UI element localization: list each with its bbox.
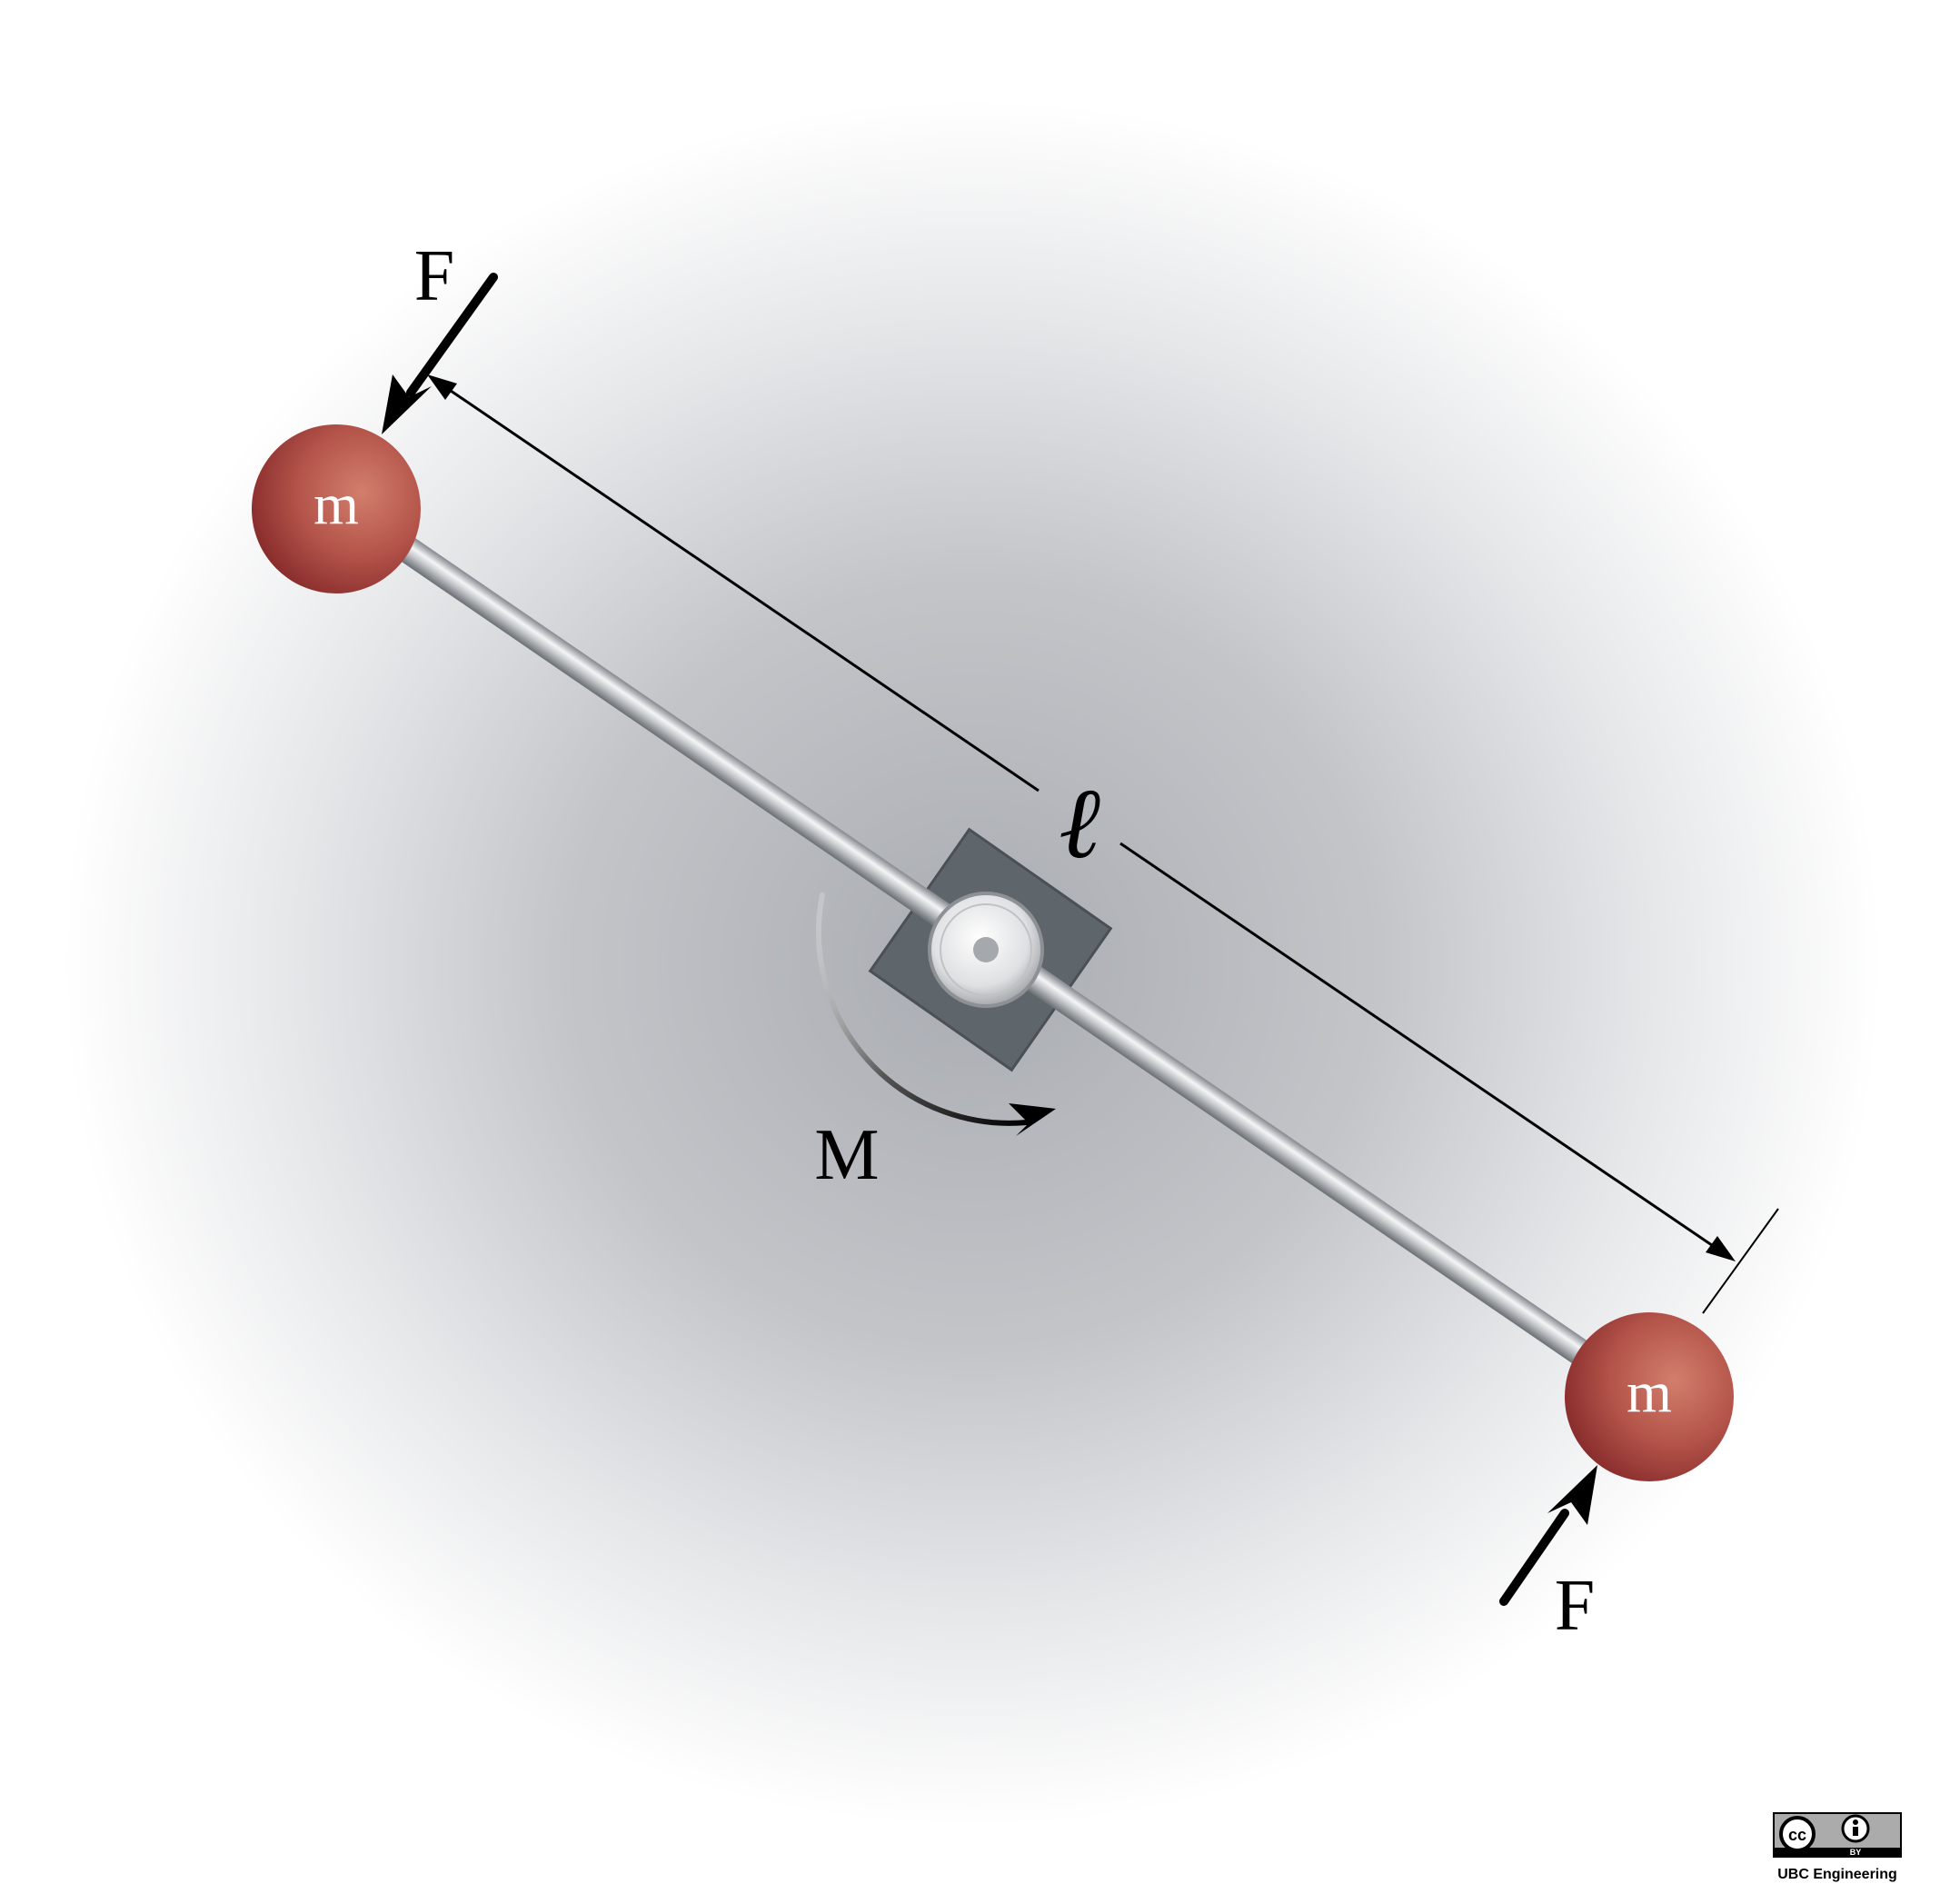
force-arrow-top-head bbox=[382, 374, 432, 434]
force-arrow-bottom-shaft bbox=[1499, 1509, 1569, 1606]
force-arrow-bottom-head bbox=[1547, 1465, 1597, 1525]
by-icon-head bbox=[1853, 1819, 1858, 1825]
force-label-bottom: F bbox=[1555, 1566, 1596, 1646]
cc-icon-label: cc bbox=[1788, 1826, 1806, 1844]
mass-right bbox=[1565, 1312, 1734, 1481]
length-arrowhead-top bbox=[427, 374, 457, 400]
length-label: ℓ bbox=[1059, 768, 1100, 879]
mass-left bbox=[252, 424, 421, 593]
length-arrowhead-bottom bbox=[1706, 1236, 1736, 1261]
by-label: BY bbox=[1850, 1848, 1862, 1857]
length-dimension-line-lower bbox=[1119, 842, 1730, 1259]
license-credit: UBC Engineering bbox=[1777, 1867, 1897, 1882]
force-label-top: F bbox=[414, 236, 455, 316]
moment-label: M bbox=[814, 1115, 879, 1195]
pivot-pin bbox=[928, 892, 1044, 1008]
moment-arrowhead bbox=[1009, 1103, 1056, 1136]
cc-icon bbox=[1779, 1816, 1816, 1852]
force-arrow-top-shaft bbox=[406, 273, 498, 397]
by-icon-body bbox=[1853, 1827, 1858, 1836]
moment-arc bbox=[816, 892, 1030, 1126]
mass-left-label: m bbox=[313, 472, 359, 536]
length-dimension-line-upper bbox=[433, 377, 1040, 793]
mass-right-label: m bbox=[1627, 1360, 1672, 1424]
length-extension-tick bbox=[1702, 1208, 1779, 1314]
license-badge: cc BY UBC Engineering bbox=[1773, 1812, 1902, 1882]
